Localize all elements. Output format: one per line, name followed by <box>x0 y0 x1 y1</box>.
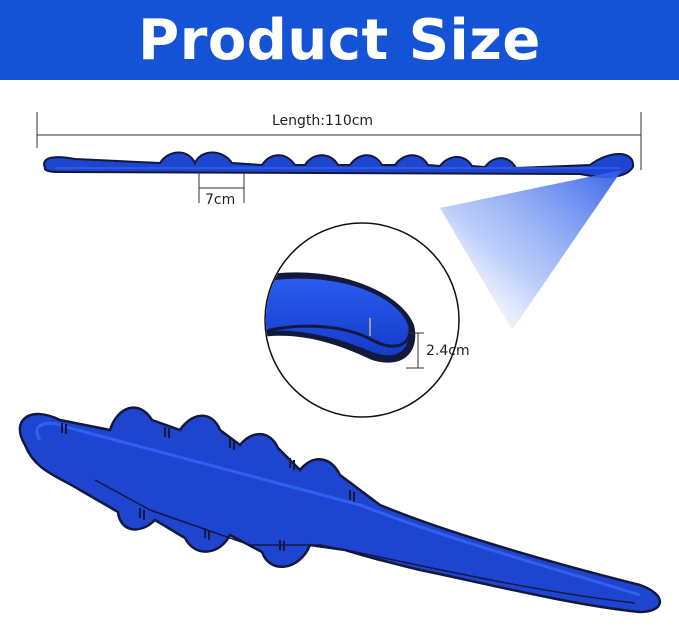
magnifier-beam <box>440 170 622 330</box>
loop-spacing-marker <box>198 172 245 203</box>
title-banner: Product Size <box>0 0 679 80</box>
width-label: 2.4cm <box>426 343 470 359</box>
length-label: Length:110cm <box>272 113 374 129</box>
magnifier-circle <box>264 222 460 418</box>
strap-coiled-view <box>18 406 662 614</box>
page-title: Product Size <box>138 7 541 73</box>
length-dimension-line <box>36 112 642 170</box>
width-dimension-marker <box>406 332 424 369</box>
strap-top-view <box>43 151 635 178</box>
loop-spacing-label: 7cm <box>205 192 236 208</box>
